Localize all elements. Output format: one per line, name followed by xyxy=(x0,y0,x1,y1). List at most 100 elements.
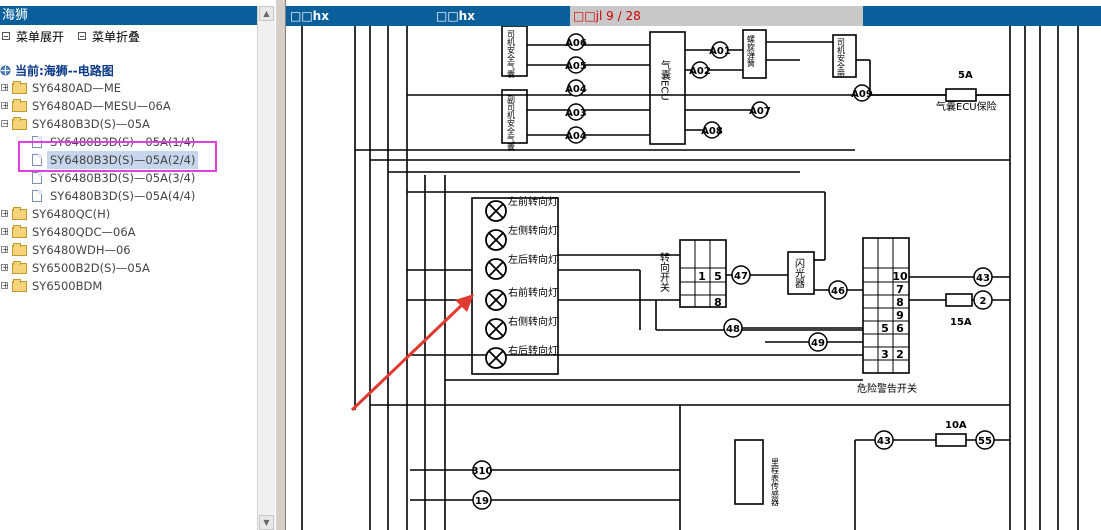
tree-item-label: SY6480AD—MESU—06A xyxy=(32,99,171,113)
tree-document[interactable]: SY6480B3D(S)—05A(4/4) xyxy=(0,187,257,205)
tree-root[interactable]: 当前:海狮--电路图 xyxy=(0,62,114,79)
switch-pin-label: 5 xyxy=(881,322,889,335)
collapse-toggle-icon[interactable]: − xyxy=(1,119,9,128)
tree-item-label: SY6480QC(H) xyxy=(32,207,111,221)
tree-folder[interactable]: −SY6480B3D(S)—05A xyxy=(0,115,257,133)
connector-label: A06 xyxy=(565,38,587,49)
flasher-label: 闪光器 xyxy=(793,257,805,289)
tree-item-label: SY6480B3D(S)—05A(2/4) xyxy=(47,151,199,169)
collapse-menu-label: 菜单折叠 xyxy=(92,29,141,44)
fuse-rating: 5A xyxy=(958,70,973,81)
connector-circle xyxy=(711,41,729,59)
connector-label: 47 xyxy=(734,271,748,282)
connector-circle xyxy=(691,61,709,79)
tree-item-label: SY6500B2D(S)—05A xyxy=(32,261,150,275)
expand-toggle-icon[interactable]: + xyxy=(1,281,9,290)
connector-circle xyxy=(472,460,492,480)
connector-label: A03 xyxy=(565,108,587,119)
tree-folder[interactable]: + SY6480WDH—06 xyxy=(0,241,257,259)
connector-label: 43 xyxy=(976,273,990,284)
connector-label: 46 xyxy=(831,286,845,297)
connector-label: A09 xyxy=(851,89,873,100)
connector-circle xyxy=(567,103,585,121)
switch-pin-label: 5 xyxy=(714,270,722,283)
fuse-rating: 15A xyxy=(950,317,972,328)
expand-toggle-icon[interactable]: + xyxy=(1,83,9,92)
tree-item-label: SY6480WDH—06 xyxy=(32,243,131,257)
lamp-label: 左后转向灯 xyxy=(508,253,558,266)
tree-document-selected[interactable]: SY6480B3D(S)—05A(2/4) xyxy=(0,151,257,169)
document-icon xyxy=(32,190,42,202)
tree-item-label: SY6480B3D(S)—05A(3/4) xyxy=(50,171,196,185)
lamp-label: 左侧转向灯 xyxy=(508,224,558,237)
lamp-label: 左前转向灯 xyxy=(508,195,558,208)
expand-toggle-icon[interactable]: + xyxy=(1,101,9,110)
page-indicator: □□jl 9 / 28 xyxy=(570,6,863,26)
switch-pin-label: 1 xyxy=(698,270,706,283)
viewer-tab-2[interactable]: □□hx xyxy=(436,9,475,23)
switch-pin-label: 6 xyxy=(896,322,904,335)
tree-folder[interactable]: + SY6480AD—MESU—06A xyxy=(0,97,257,115)
expand-menu-label: 菜单展开 xyxy=(16,29,65,44)
scroll-down-icon[interactable]: ▼ xyxy=(259,515,274,530)
tree-folder[interactable]: + SY6500B2D(S)—05A xyxy=(0,259,257,277)
driver-airbag-label: 司机安全气囊 xyxy=(507,30,516,79)
lamp-rs-icon xyxy=(485,318,507,340)
collapse-icon xyxy=(78,32,87,40)
connector-label: 19 xyxy=(475,496,489,507)
document-icon xyxy=(32,154,42,166)
tree-item-label: SY6500BDM xyxy=(32,279,103,293)
tree-view: +SY6480AD—ME +SY6480AD—MESU—06A −SY6480B… xyxy=(0,79,257,295)
connector-label: A05 xyxy=(565,61,587,72)
tree-folder[interactable]: + SY6500BDM xyxy=(0,277,257,295)
expand-menu-button[interactable]: 菜单展开 xyxy=(2,28,64,45)
lamp-lf-icon xyxy=(485,200,507,222)
viewer-tab-1[interactable]: □□hx xyxy=(290,9,329,23)
connector-circle xyxy=(973,290,993,310)
connector-label: 48 xyxy=(726,324,740,335)
selection-highlight-box xyxy=(18,141,217,172)
lamp-lr-icon xyxy=(485,258,507,280)
folder-icon xyxy=(12,81,27,94)
tree-root-label: 当前:海狮--电路图 xyxy=(15,64,114,78)
navigation-panel: 海狮 菜单展开 菜单折叠 当前:海狮--电路图 +SY6480AD—ME +SY… xyxy=(0,0,277,530)
tree-folder[interactable]: + SY6480QC(H) xyxy=(0,205,257,223)
folder-icon xyxy=(12,279,27,292)
lamp-label: 右侧转向灯 xyxy=(508,315,558,328)
tree-document[interactable]: SY6480B3D(S)—05A(3/4) xyxy=(0,169,257,187)
connector-circle xyxy=(567,33,585,51)
document-icon xyxy=(32,172,42,184)
switch-pin-label: 8 xyxy=(896,296,904,309)
scroll-up-icon[interactable]: ▲ xyxy=(259,6,274,21)
tree-folder[interactable]: +SY6480QDC—06A xyxy=(0,223,257,241)
collapse-menu-button[interactable]: 菜单折叠 xyxy=(78,28,140,45)
expand-toggle-icon[interactable]: + xyxy=(1,209,9,218)
globe-icon xyxy=(0,65,11,76)
tree-folder[interactable]: +SY6480AD—ME xyxy=(0,79,257,97)
connector-circle xyxy=(703,121,721,139)
wiring-diagram-viewer[interactable]: A06 A05 A04 A03 A04 A01 A02 A08 A07 A09 … xyxy=(286,26,1101,530)
connector-label: A04 xyxy=(565,84,587,95)
switch-pin-label: 3 xyxy=(881,348,889,361)
connector-circle xyxy=(731,265,751,285)
folder-icon xyxy=(12,207,27,220)
connector-label: A02 xyxy=(689,66,711,77)
expand-toggle-icon[interactable]: + xyxy=(1,227,9,236)
connector-circle xyxy=(751,101,769,119)
connector-circle xyxy=(853,84,871,102)
menu-bar: 菜单展开 菜单折叠 xyxy=(0,27,259,45)
connector-circle xyxy=(874,430,894,450)
expand-toggle-icon[interactable]: + xyxy=(1,263,9,272)
wiring-diagram: A06 A05 A04 A03 A04 A01 A02 A08 A07 A09 … xyxy=(301,26,1079,530)
turn-switch-label: 转向开关 xyxy=(658,251,670,293)
fuse-rating: 10A xyxy=(945,420,967,431)
pane-splitter[interactable] xyxy=(276,0,286,530)
connector-label: A08 xyxy=(701,126,723,137)
lamp-ls-icon xyxy=(485,229,507,251)
connector-circle xyxy=(973,267,993,287)
connector-circle xyxy=(472,490,492,510)
tree-item-label: SY6480B3D(S)—05A(4/4) xyxy=(50,189,196,203)
open-folder-icon xyxy=(12,117,27,130)
left-scrollbar[interactable]: ▲ ▼ xyxy=(257,6,275,530)
expand-toggle-icon[interactable]: + xyxy=(1,245,9,254)
